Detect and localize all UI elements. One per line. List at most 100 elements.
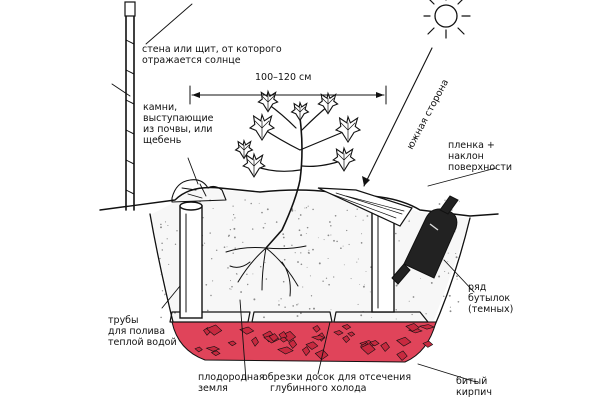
soil-speck (161, 249, 164, 251)
soil-speck (246, 273, 248, 276)
brick-chunk (310, 335, 326, 341)
soil-speck (365, 270, 367, 272)
soil-speck (357, 258, 359, 260)
soil-speck (236, 273, 238, 275)
brick-chunk (277, 346, 294, 355)
leaf-vein (337, 153, 351, 169)
brick-chunk (333, 330, 344, 336)
soil-speck (305, 207, 308, 209)
soil-speck (425, 313, 427, 315)
soil-speck (333, 239, 335, 242)
brick-chunk (279, 336, 288, 343)
brick-chunk (239, 326, 255, 335)
brick-chunk (342, 335, 351, 344)
soil-speck (283, 245, 286, 247)
soil-speck (455, 256, 458, 259)
soil-speck (265, 278, 268, 280)
soil-speck (292, 305, 295, 307)
soil-speck (408, 219, 410, 221)
soil-speck (309, 275, 311, 277)
soil-speck (443, 295, 445, 297)
soil-speck (318, 262, 321, 265)
soil-speck (300, 234, 303, 237)
soil-speck (299, 214, 302, 216)
soil-speck (398, 240, 400, 242)
soil-speck (438, 203, 441, 205)
soil-speck (360, 314, 363, 317)
soil-speck (340, 247, 342, 250)
soil-speck (327, 234, 330, 237)
soil-speck (420, 278, 421, 279)
soil-speck (202, 217, 204, 219)
soil-speck (262, 226, 265, 229)
soil-speck (278, 300, 280, 302)
brick-chunk (347, 331, 356, 337)
soil-speck (302, 286, 304, 288)
brick-chunk (205, 346, 221, 352)
soil-speck (455, 252, 457, 255)
soil-speck (350, 278, 352, 280)
brick-chunk (396, 350, 408, 361)
soil-speck (334, 214, 337, 217)
soil-speck (278, 304, 280, 306)
soil-speck (348, 243, 350, 246)
soil-speck (242, 241, 244, 243)
leaf-vein (294, 106, 306, 119)
soil-speck (304, 207, 306, 209)
soil-speck (166, 238, 168, 240)
soil-speck (317, 237, 319, 239)
soil-speck (244, 199, 246, 201)
leaf-vein (261, 95, 275, 110)
soil-speck (232, 219, 234, 221)
soil-speck (234, 247, 236, 249)
grape-plant (225, 89, 362, 297)
soil-speck (164, 221, 167, 223)
soil-speck (300, 252, 302, 254)
soil-speck (282, 236, 285, 239)
soil-speck (360, 242, 363, 244)
bottles-label: ряд бутылок (темных) (468, 282, 513, 315)
soil-speck (346, 229, 348, 232)
soil-speck (246, 283, 249, 286)
soil-speck (296, 315, 299, 317)
soil-speck (444, 271, 446, 272)
soil-speck (174, 243, 177, 245)
brick-chunk (206, 324, 223, 336)
soil-speck (164, 294, 166, 296)
soil-speck (369, 291, 371, 293)
soil-speck (298, 229, 301, 232)
soil-speck (297, 303, 299, 305)
stones-label: камни, выступающие из почвы, или щебень (143, 102, 217, 146)
soil-speck (212, 208, 214, 209)
soil-speck (457, 300, 460, 303)
soil-speck (296, 303, 298, 306)
soil-speck (291, 244, 293, 247)
soil-speck (313, 307, 315, 310)
soil-speck (308, 249, 310, 251)
brick-chunk (268, 333, 279, 342)
soil-speck (356, 261, 358, 263)
soil-speck (343, 264, 345, 266)
soil-speck (252, 273, 254, 275)
soil-speck (371, 317, 373, 318)
soil-speck (229, 288, 231, 290)
bottle (391, 195, 459, 285)
brick-chunk (418, 324, 436, 330)
soil-speck (308, 252, 310, 254)
soil-speck (229, 228, 232, 231)
soil-speck (305, 233, 307, 235)
soil-speck (322, 280, 324, 282)
soil-speck (230, 288, 232, 290)
soil-speck (366, 215, 369, 217)
soil-speck (232, 252, 234, 254)
soil-speck (231, 285, 233, 288)
soil-speck (251, 228, 254, 230)
soil-speck (342, 245, 344, 247)
soil-speck (264, 222, 266, 225)
soil-speck (300, 312, 302, 315)
soil-speck (298, 218, 300, 220)
sun-icon (423, 0, 471, 39)
soil-speck (160, 273, 162, 275)
